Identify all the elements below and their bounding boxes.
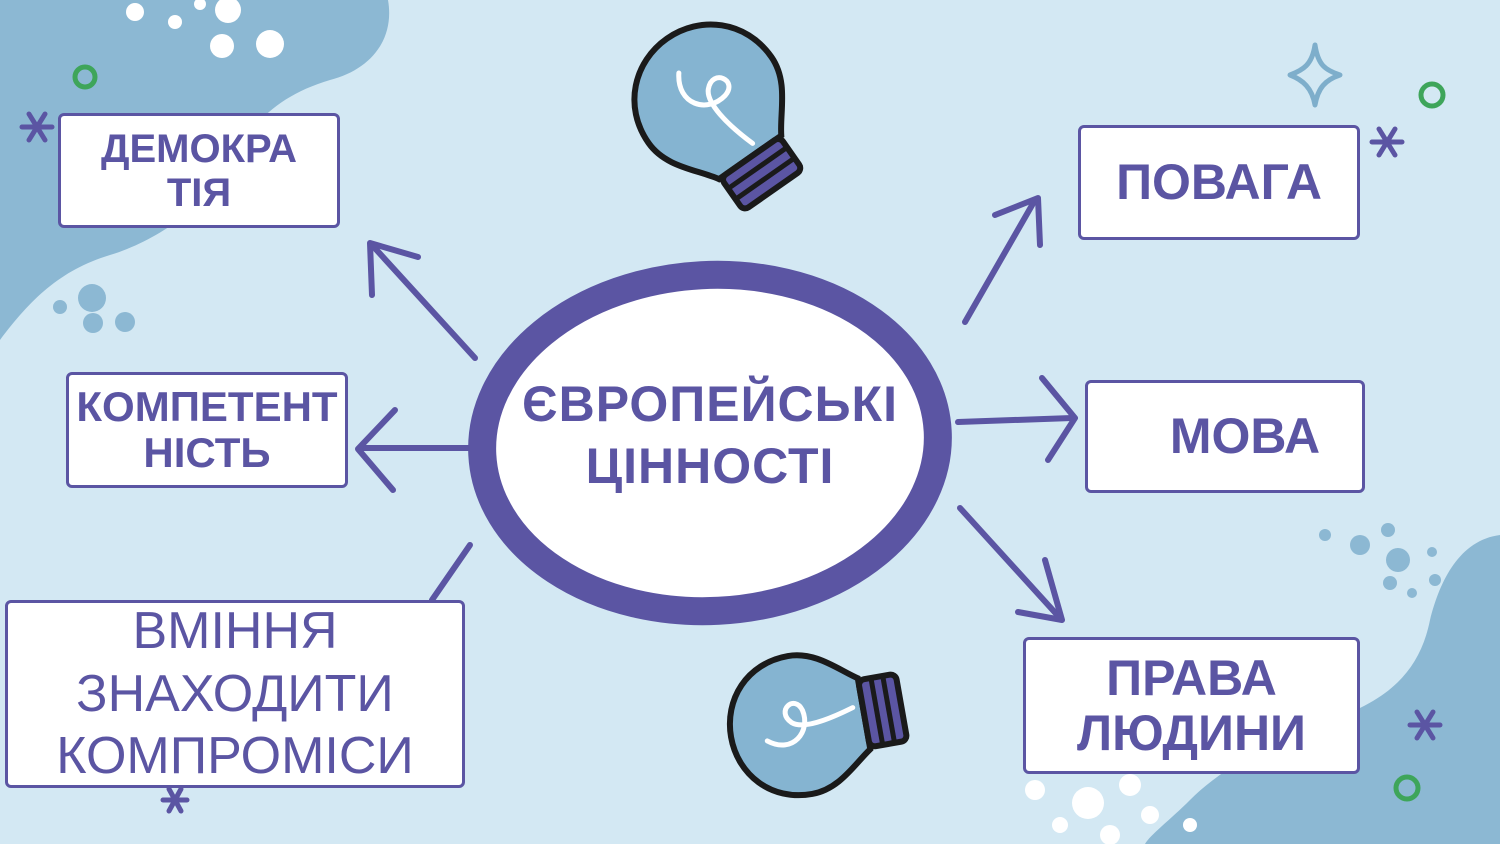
node-compromise-line-2: ЗНАХОДИТИ [76, 664, 394, 723]
node-democracy-line-1: ДЕМОКРА [100, 126, 298, 171]
decor-dots-bottom [1025, 774, 1197, 844]
node-language: МОВА [1085, 380, 1365, 493]
node-compromise: ВМІННЯ ЗНАХОДИТИ КОМПРОМІСИ [5, 600, 465, 788]
node-compromise-line-3: КОМПРОМІСИ [56, 727, 414, 786]
arrow-to-democracy [369, 242, 478, 361]
node-human-rights-line-2: ЛЮДИНИ [1076, 704, 1306, 761]
decor-dots-right [1319, 523, 1441, 598]
node-competence: КОМПЕТЕНТ НІСТЬ [66, 372, 348, 488]
node-democracy: ДЕМОКРА ТІЯ [58, 113, 340, 228]
node-democracy-line-2: ТІЯ [166, 170, 232, 215]
central-ellipse [468, 260, 952, 626]
arrow-to-compromise [429, 542, 473, 603]
node-language-line-1: МОВА [1169, 408, 1321, 464]
asterisk-icon [19, 111, 1443, 814]
lightbulb-icon [727, 652, 910, 799]
central-concept-line-1: ЄВРОПЕЙСЬКІ [522, 375, 898, 432]
central-concept-line-2: ЦІННОСТІ [585, 438, 835, 494]
central-concept: ЄВРОПЕЙСЬКІ ЦІННОСТІ [500, 365, 920, 505]
arrows [355, 195, 1078, 623]
arrow-to-respect [962, 197, 1038, 325]
lightbulb-icon [631, 21, 804, 212]
node-compromise-line-1: ВМІННЯ [132, 602, 338, 661]
node-respect-line-1: ПОВАГА [1116, 154, 1322, 210]
node-human-rights-line-1: ПРАВА [1106, 649, 1277, 706]
decor-dots-left [53, 284, 135, 333]
node-competence-line-1: КОМПЕТЕНТ [76, 382, 338, 430]
node-human-rights: ПРАВА ЛЮДИНИ [1023, 637, 1360, 774]
node-respect: ПОВАГА [1078, 125, 1360, 240]
arrow-to-human-rights [957, 505, 1063, 621]
decor-dots-top [126, 0, 284, 58]
node-competence-line-2: НІСТЬ [143, 429, 271, 476]
arrow-to-language [955, 415, 1075, 425]
